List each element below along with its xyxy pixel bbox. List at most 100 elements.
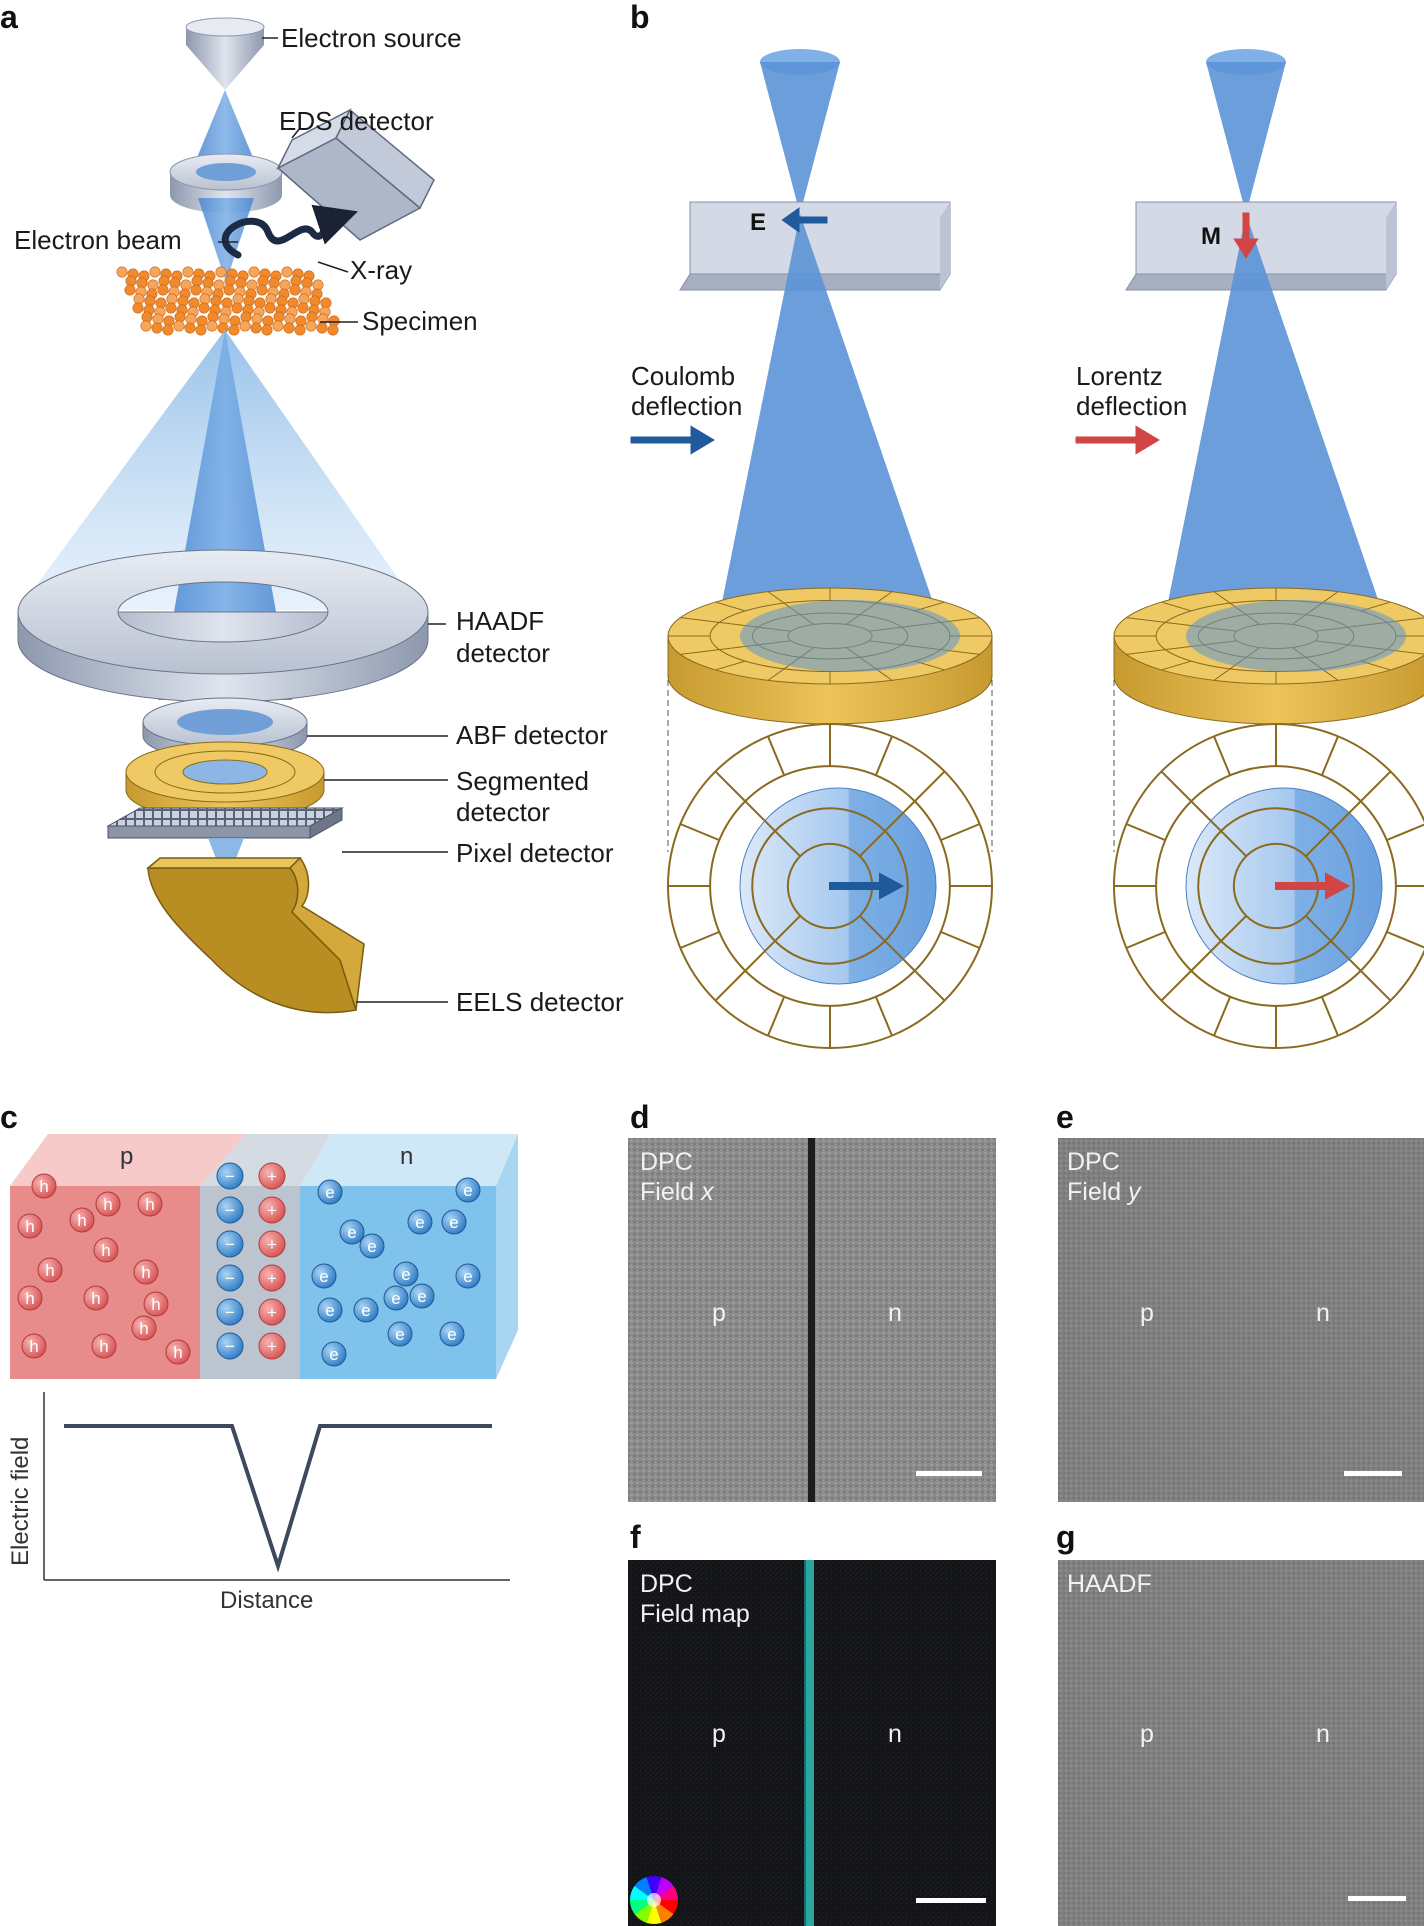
e-label-2-prefix: Field — [1067, 1178, 1128, 1206]
field-xlabel: Distance — [220, 1587, 313, 1614]
scale-bar-g — [1348, 1896, 1406, 1901]
hole-label: h — [29, 1337, 38, 1356]
label-segmented-2: detector — [456, 797, 550, 827]
hole-label: h — [99, 1337, 108, 1356]
g-p-label: p — [1140, 1720, 1154, 1748]
specimen-atom — [306, 321, 316, 331]
electron-label: e — [417, 1287, 426, 1306]
coulomb-schematic — [668, 49, 992, 1048]
hole-label: h — [91, 1289, 100, 1308]
hole-label: h — [173, 1343, 182, 1362]
specimen-atom — [240, 321, 250, 331]
specimen-atom — [150, 267, 160, 277]
d-label-2-axis: x — [700, 1178, 715, 1206]
specimen-atom — [216, 267, 226, 277]
d-n-label: n — [888, 1299, 902, 1327]
electron-label: e — [447, 1325, 456, 1344]
negative-ion-sign: − — [225, 1201, 235, 1220]
negative-ion-sign: − — [225, 1167, 235, 1186]
coulomb-label-1: Coulomb — [631, 361, 735, 391]
electron-label: e — [449, 1213, 458, 1232]
negative-ion-sign: − — [225, 1235, 235, 1254]
p-region-label: p — [120, 1143, 133, 1170]
specimen-atom — [125, 285, 135, 295]
electron-label: e — [395, 1325, 404, 1344]
specimen-atom — [249, 267, 259, 277]
f-p-label: p — [712, 1720, 726, 1748]
hole-label: h — [77, 1211, 86, 1230]
d-label-2: Field x — [640, 1178, 715, 1206]
negative-ion-sign: − — [225, 1337, 235, 1356]
hole-label: h — [103, 1195, 112, 1214]
d-p-label: p — [712, 1299, 726, 1327]
specimen-atom — [265, 303, 275, 313]
panel-label-e: e — [1056, 1099, 1074, 1135]
panel-label-f: f — [630, 1519, 641, 1555]
specimen-atom — [224, 285, 234, 295]
specimen-atoms — [117, 267, 339, 335]
field-curve — [64, 1426, 492, 1566]
electron-label: e — [325, 1183, 334, 1202]
lorentz-label-1: Lorentz — [1076, 361, 1163, 391]
electron-source — [186, 18, 264, 90]
hole-label: h — [25, 1289, 34, 1308]
lorentz-label-2: deflection — [1076, 391, 1187, 421]
f-label-2: Field map — [640, 1600, 750, 1628]
positive-ion-sign: + — [267, 1235, 277, 1254]
positive-ion-sign: + — [267, 1337, 277, 1356]
positive-ion-sign: + — [267, 1303, 277, 1322]
label-electron-beam: Electron beam — [14, 225, 182, 255]
e-label-2-axis: y — [1126, 1178, 1142, 1206]
coulomb-label-2: deflection — [631, 391, 742, 421]
specimen-atom — [218, 323, 228, 333]
beam-footprint — [1186, 600, 1406, 672]
specimen-atom — [273, 321, 283, 331]
specimen-atom — [185, 323, 195, 333]
scale-bar-f — [916, 1898, 986, 1903]
hole-label: h — [141, 1263, 150, 1282]
label-haadf-2: detector — [456, 638, 550, 668]
label-pixel: Pixel detector — [456, 838, 614, 868]
hole-label: h — [45, 1261, 54, 1280]
specimen-atom — [152, 323, 162, 333]
upper-beam — [196, 90, 254, 160]
label-abf: ABF detector — [456, 720, 608, 750]
label-segmented-1: Segmented — [456, 766, 589, 796]
junction-glow-f — [804, 1560, 806, 1926]
electron-label: e — [391, 1289, 400, 1308]
specimen-atom — [133, 303, 143, 313]
specimen-atom — [183, 267, 193, 277]
electron-label: e — [401, 1265, 410, 1284]
positive-ion-sign: + — [267, 1269, 277, 1288]
e-p-label: p — [1140, 1299, 1154, 1327]
negative-ion-sign: − — [225, 1269, 235, 1288]
electron-label: e — [325, 1301, 334, 1320]
negative-ion-sign: − — [225, 1303, 235, 1322]
panel-label-a: a — [0, 0, 18, 35]
specimen-atom — [199, 303, 209, 313]
eels-detector — [148, 838, 364, 1013]
d-label-2-prefix: Field — [640, 1178, 701, 1206]
specimen-atom — [117, 267, 127, 277]
positive-ion-sign: + — [267, 1201, 277, 1220]
g-n-label: n — [1316, 1720, 1330, 1748]
specimen-atom — [174, 321, 184, 331]
specimen-atom — [232, 303, 242, 313]
scale-bar-e — [1344, 1471, 1402, 1476]
panel-label-g: g — [1056, 1519, 1076, 1555]
label-xray: X-ray — [350, 255, 412, 285]
g-label-1: HAADF — [1067, 1570, 1152, 1598]
hole-label: h — [151, 1295, 160, 1314]
pixel-detector — [108, 808, 342, 838]
color-wheel-icon — [630, 1876, 678, 1924]
specimen-atom — [158, 285, 168, 295]
lorentz-arrow — [1077, 428, 1157, 452]
electron-label: e — [415, 1213, 424, 1232]
scale-bar-d — [916, 1471, 982, 1476]
label-eels: EELS detector — [456, 987, 624, 1017]
n-region-label: n — [400, 1143, 413, 1170]
electron-label: e — [361, 1301, 370, 1320]
specimen-atom — [166, 303, 176, 313]
hole-label: h — [139, 1319, 148, 1338]
hole-label: h — [25, 1217, 34, 1236]
